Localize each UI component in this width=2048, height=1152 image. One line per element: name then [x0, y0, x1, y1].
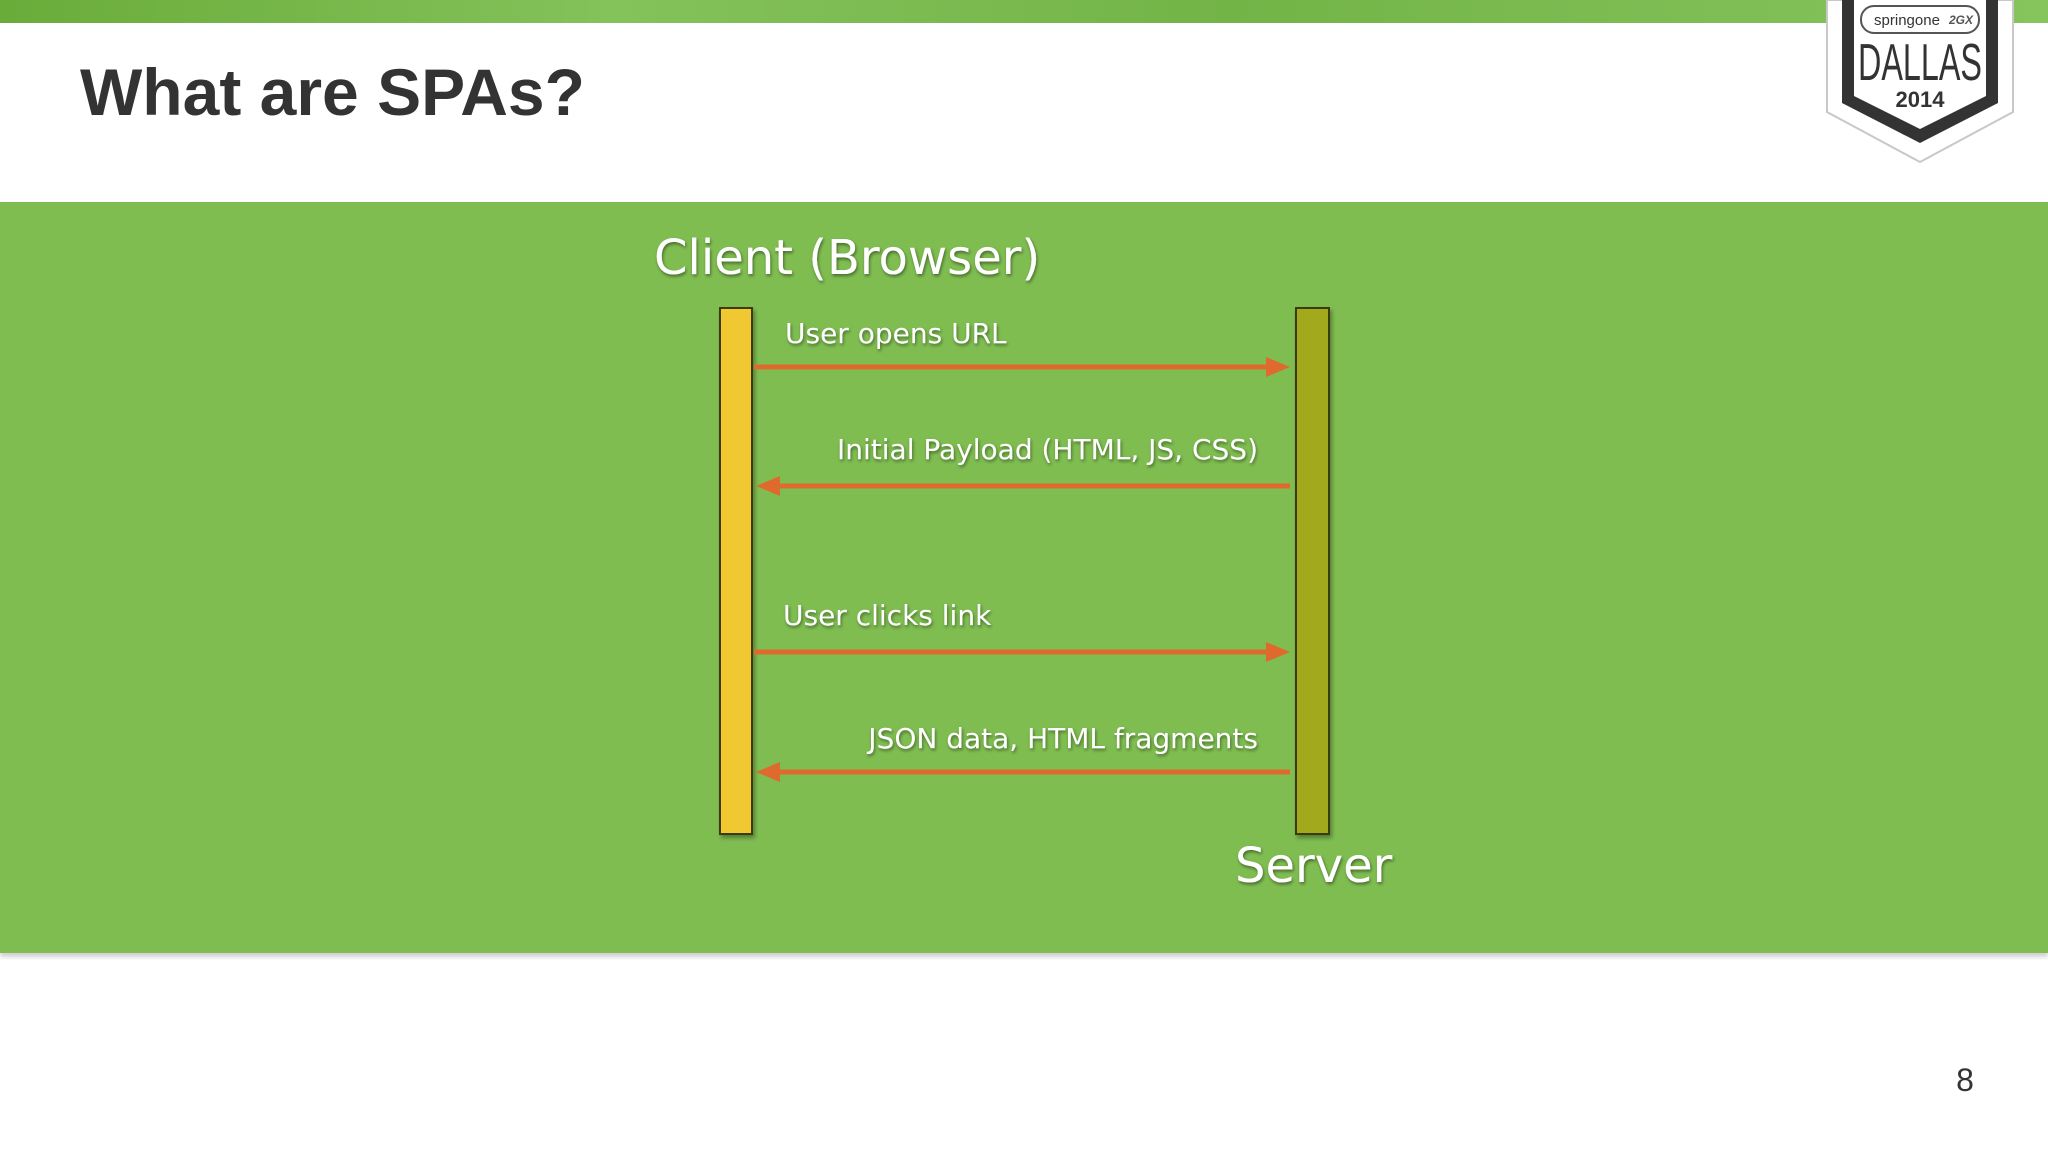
- badge-brand-pill: [1860, 5, 1980, 34]
- sequence-diagram: Client (Browser) Server User opens URL I…: [654, 230, 1393, 894]
- arrowhead-left-icon: [756, 476, 780, 496]
- springone-dallas-badge: springone 2GX DALLAS 2014: [1825, 0, 2015, 165]
- sequence-diagram-panel: Client (Browser) Server User opens URL I…: [0, 202, 2048, 953]
- page-number: 8: [1956, 1062, 1974, 1098]
- arrowhead-right-icon: [1266, 642, 1290, 662]
- badge-event-tag: 2GX: [1948, 13, 1974, 27]
- badge-city-text: DALLAS: [1858, 34, 1982, 92]
- message-label-user-opens-url: User opens URL: [785, 317, 1007, 350]
- badge-year-text: 2014: [1896, 87, 1946, 112]
- top-decorative-band: [0, 0, 2048, 23]
- server-lifeline-bar: [1295, 307, 1330, 835]
- client-lifeline-bar: [719, 307, 753, 835]
- message-label-json-data: JSON data, HTML fragments: [866, 722, 1258, 755]
- message-label-initial-payload: Initial Payload (HTML, JS, CSS): [837, 433, 1258, 466]
- arrowhead-left-icon: [756, 762, 780, 782]
- client-lifeline-label: Client (Browser): [654, 230, 1040, 286]
- slide-title: What are SPAs?: [80, 55, 585, 129]
- message-label-user-clicks-link: User clicks link: [783, 599, 992, 632]
- arrowhead-right-icon: [1266, 357, 1290, 377]
- server-lifeline-label: Server: [1235, 838, 1393, 894]
- badge-brand-text: springone: [1874, 12, 1940, 29]
- badge-shield-icon: springone 2GX DALLAS 2014: [1826, 0, 2014, 164]
